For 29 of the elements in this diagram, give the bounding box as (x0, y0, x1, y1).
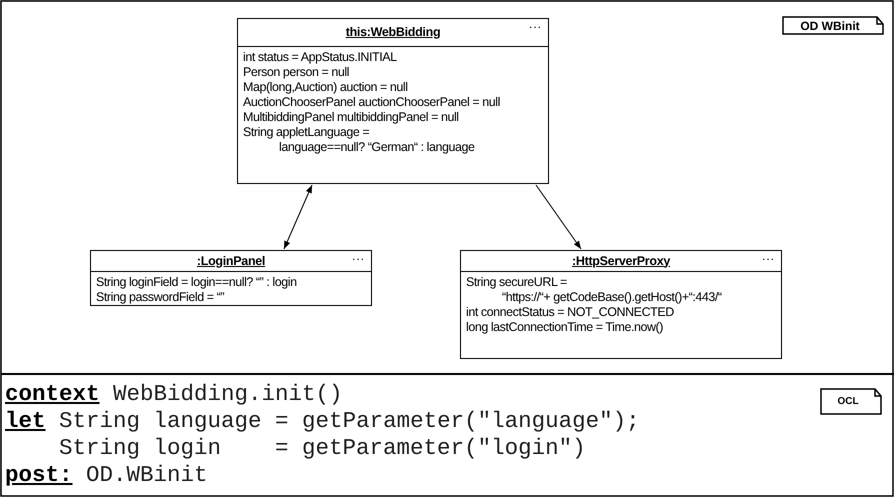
attribute-text: Person person = null (243, 65, 350, 80)
more-indicator: ... (762, 249, 775, 263)
association-arrow (284, 184, 312, 250)
attribute-text: long lastConnectionTime = Time.now() (466, 320, 664, 335)
ocl-code-line: post: OD.WBinit (5, 462, 208, 489)
attribute-text: String appletLanguage = language==null? “German“ : language (243, 125, 476, 155)
ocl-code-line: let String language = getParameter("language"); (5, 408, 640, 435)
attribute-text: int status = AppStatus.INITIAL (243, 50, 398, 65)
ocl-code-line: context WebBidding.init() (5, 381, 343, 408)
object-name: this:WebBidding (346, 25, 440, 39)
more-indicator: ... (528, 17, 542, 31)
attribute-text: String passwordField = “” (96, 290, 226, 305)
object-box (237, 18, 549, 184)
diagram-tag (782, 16, 884, 35)
object-name: :LoginPanel (196, 254, 266, 268)
tag-label: OCL (836, 396, 860, 407)
attribute-text: int connectStatus = NOT_CONNECTED (466, 305, 675, 320)
attribute-text: MultibiddingPanel multibiddingPanel = null (243, 110, 460, 125)
object-box (460, 250, 782, 359)
object-name: :HttpServerProxy (572, 254, 670, 268)
attribute-text: String loginField = login==null? “” : login (96, 275, 298, 290)
object-box (90, 250, 372, 306)
more-indicator: ... (352, 249, 365, 263)
diagram-tag (820, 388, 882, 415)
attribute-text: Map(long,Auction) auction = null (243, 80, 409, 95)
attribute-text: AuctionChooserPanel auctionChooserPanel = null (243, 95, 501, 110)
association-arrow (536, 184, 582, 250)
tag-label: OD WBinit (799, 18, 861, 33)
ocl-code-line: String login = getParameter("login") (59, 435, 586, 462)
